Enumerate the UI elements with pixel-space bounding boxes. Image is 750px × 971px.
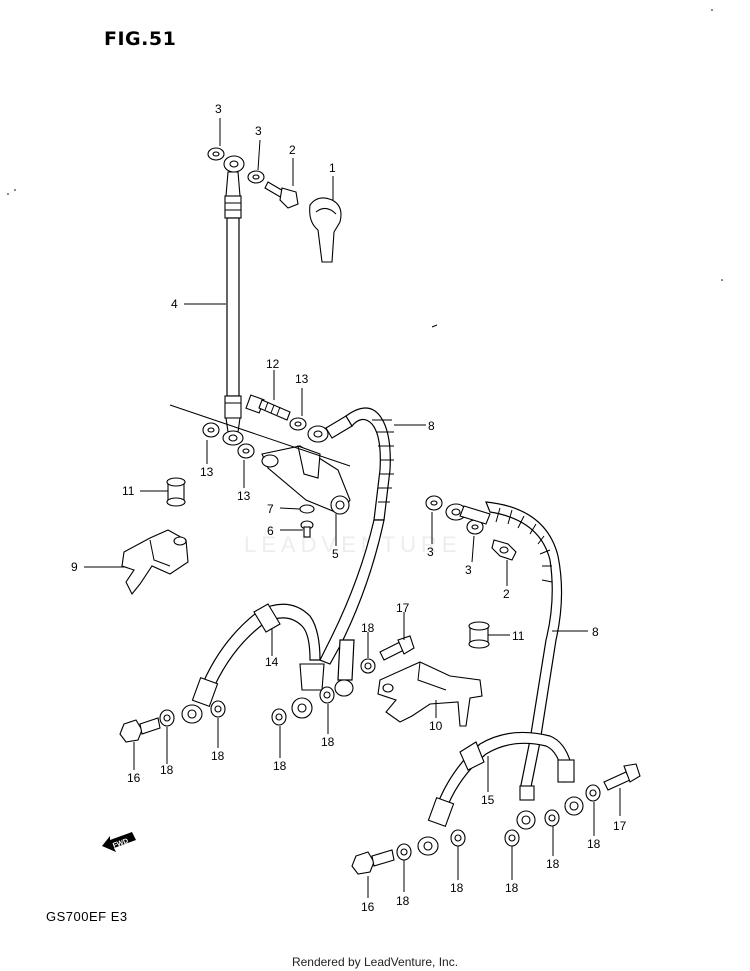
callout-11[interactable]: 11 (512, 629, 525, 643)
washer-13c[interactable] (237, 443, 255, 459)
brake-hose-15[interactable] (417, 731, 584, 856)
callout-3[interactable]: 3 (215, 102, 222, 116)
scan-marks (7, 9, 723, 328)
union-bolt-2a[interactable] (264, 181, 299, 209)
callout-18[interactable]: 18 (273, 759, 287, 773)
watermark: LEADVENTURE (244, 532, 462, 557)
callout-7[interactable]: 7 (267, 502, 274, 516)
callout-18[interactable]: 18 (361, 621, 375, 635)
washer-18f[interactable] (396, 843, 412, 861)
callout-3[interactable]: 3 (255, 124, 262, 138)
washer-13b[interactable] (202, 422, 220, 438)
callout-16[interactable]: 16 (361, 900, 375, 914)
bolt-12[interactable] (245, 394, 291, 421)
washer-18g[interactable] (450, 829, 466, 847)
forward-arrow-icon: FWD (102, 832, 136, 852)
washer-18a[interactable] (360, 658, 376, 674)
callout-labels: 3 3 2 1 4 12 13 8 13 13 11 7 6 5 3 3 2 9… (71, 102, 627, 914)
callout-18[interactable]: 18 (450, 881, 464, 895)
callout-18[interactable]: 18 (505, 881, 519, 895)
callout-13[interactable]: 13 (295, 372, 309, 386)
callout-11[interactable]: 11 (122, 484, 135, 498)
bracket-10[interactable] (377, 661, 483, 727)
callout-12[interactable]: 12 (266, 357, 280, 371)
callout-3[interactable]: 3 (465, 563, 472, 577)
callout-13[interactable]: 13 (200, 465, 214, 479)
callout-9[interactable]: 9 (71, 560, 78, 574)
callout-18[interactable]: 18 (160, 763, 174, 777)
callout-4[interactable]: 4 (171, 297, 178, 311)
grommet-11a[interactable] (166, 477, 186, 507)
washer-7[interactable] (299, 504, 315, 514)
figure-title: FIG.51 (104, 28, 177, 50)
callout-2[interactable]: 2 (289, 143, 296, 157)
grommet-11b[interactable] (468, 621, 490, 649)
bleeder-cap-1[interactable] (309, 197, 342, 263)
callout-17[interactable]: 17 (613, 819, 627, 833)
brake-hose-joint-5[interactable] (169, 404, 351, 515)
leader-lines (84, 118, 621, 898)
callout-14[interactable]: 14 (265, 655, 279, 669)
callout-18[interactable]: 18 (396, 894, 410, 908)
callout-6[interactable]: 6 (267, 524, 274, 538)
callout-10[interactable]: 10 (429, 719, 443, 733)
callout-15[interactable]: 15 (481, 793, 495, 807)
callout-3[interactable]: 3 (427, 545, 434, 559)
screw-6[interactable] (300, 520, 314, 538)
model-code: GS700EF E3 (46, 909, 128, 924)
bolt-17b[interactable] (603, 763, 641, 791)
brake-hose-14[interactable] (181, 603, 355, 724)
union-bolt-2b[interactable] (491, 539, 517, 561)
union-bolt-16a[interactable] (119, 717, 161, 743)
bolt-17a[interactable] (379, 635, 415, 661)
brake-hose-8a[interactable] (307, 407, 394, 665)
callout-13[interactable]: 13 (237, 489, 251, 503)
callout-8[interactable]: 8 (428, 419, 435, 433)
brake-hose-8b[interactable] (445, 501, 563, 830)
washer-18j[interactable] (585, 784, 601, 802)
callout-2[interactable]: 2 (503, 587, 510, 601)
union-bolt-16b[interactable] (351, 849, 395, 875)
callout-18[interactable]: 18 (546, 857, 560, 871)
callout-8[interactable]: 8 (592, 625, 599, 639)
callout-18[interactable]: 18 (211, 749, 225, 763)
washer-18c[interactable] (210, 700, 226, 718)
callout-16[interactable]: 16 (127, 771, 141, 785)
washer-3d[interactable] (466, 519, 484, 535)
washer-3c[interactable] (425, 495, 443, 511)
callout-18[interactable]: 18 (587, 837, 601, 851)
washer-18e[interactable] (319, 686, 335, 704)
washer-18b[interactable] (159, 709, 175, 727)
brake-hose-upper[interactable] (222, 155, 245, 446)
callout-18[interactable]: 18 (321, 735, 335, 749)
washer-3b[interactable] (247, 170, 265, 184)
washer-3a[interactable] (207, 147, 225, 161)
footer-credit: Rendered by LeadVenture, Inc. (291, 955, 459, 969)
callout-17[interactable]: 17 (396, 601, 410, 615)
washer-18h[interactable] (504, 829, 520, 847)
callout-1[interactable]: 1 (329, 161, 336, 175)
washer-13a[interactable] (289, 417, 307, 431)
washer-18i[interactable] (544, 809, 560, 827)
hose-clamp-9[interactable] (121, 529, 189, 596)
washer-18d[interactable] (271, 708, 287, 726)
callout-5[interactable]: 5 (332, 547, 339, 561)
